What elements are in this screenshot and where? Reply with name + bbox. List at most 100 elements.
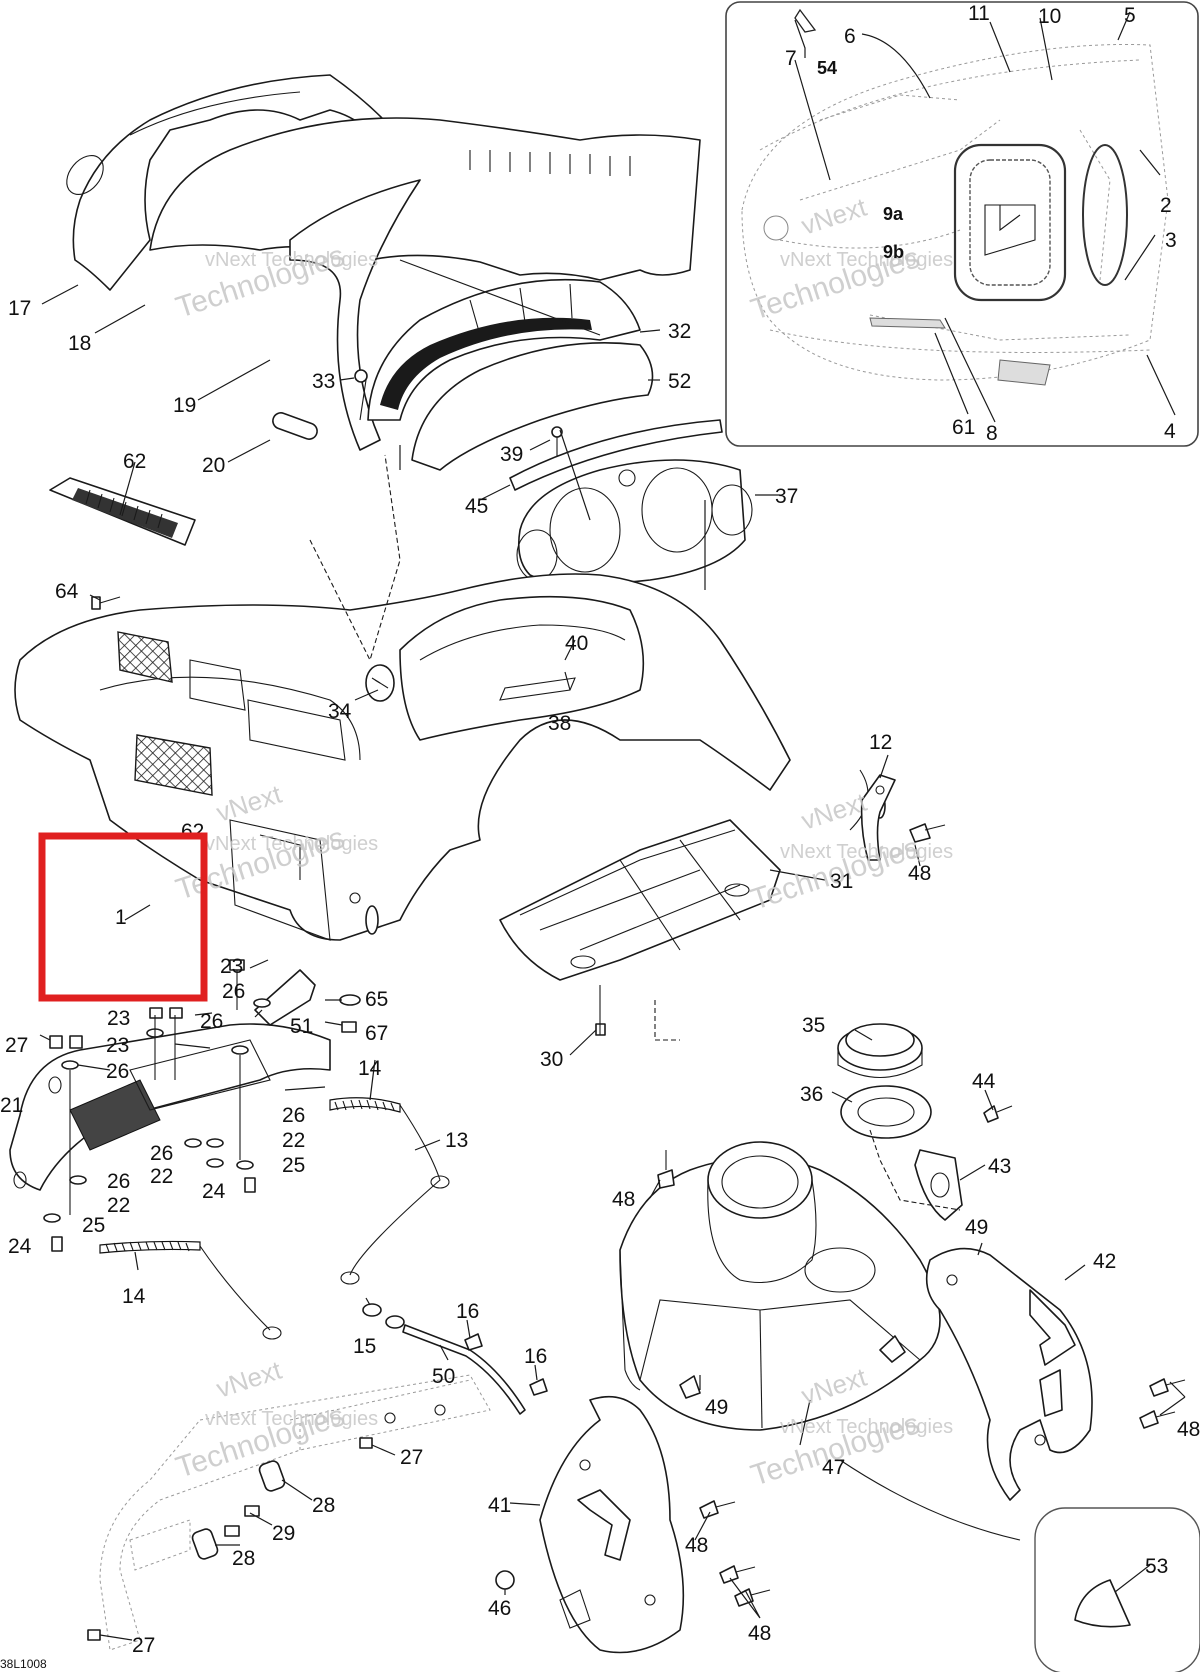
tether-cable-13	[329, 1097, 450, 1285]
callout-6[interactable]: 6	[844, 25, 856, 48]
callout-45[interactable]: 45	[465, 495, 488, 518]
callout-48-c[interactable]: 48	[1177, 1418, 1200, 1441]
callout-21[interactable]: 21	[0, 1094, 23, 1117]
callout-26-b[interactable]: 26	[200, 1010, 223, 1033]
callout-46[interactable]: 46	[488, 1597, 511, 1620]
callout-4[interactable]: 4	[1164, 420, 1176, 443]
callout-48-a[interactable]: 48	[908, 862, 931, 885]
callout-9b[interactable]: 9b	[883, 242, 904, 262]
callout-51[interactable]: 51	[290, 1015, 313, 1038]
decal-inset-panel	[725, 1, 1199, 447]
callout-61[interactable]: 61	[952, 416, 975, 439]
rivet-48-housing	[657, 1150, 675, 1189]
callout-17[interactable]: 17	[8, 297, 31, 320]
callout-27-c[interactable]: 27	[132, 1634, 155, 1657]
callout-36[interactable]: 36	[800, 1083, 823, 1106]
callout-19[interactable]: 19	[173, 394, 196, 417]
callout-48-b[interactable]: 48	[612, 1188, 635, 1211]
callout-8[interactable]: 8	[986, 422, 998, 445]
callout-14-b[interactable]: 14	[122, 1285, 146, 1308]
callout-18[interactable]: 18	[68, 332, 91, 355]
tray-31	[499, 819, 781, 981]
side-panel-17	[66, 74, 411, 291]
callout-28-a[interactable]: 28	[312, 1494, 335, 1517]
callout-50[interactable]: 50	[432, 1365, 455, 1388]
callout-9a[interactable]: 9a	[883, 204, 904, 224]
callout-10[interactable]: 10	[1038, 5, 1061, 28]
callout-16-b[interactable]: 16	[524, 1345, 547, 1368]
callout-12[interactable]: 12	[869, 731, 892, 754]
callout-54[interactable]: 54	[817, 58, 837, 78]
callout-25-a[interactable]: 25	[282, 1154, 305, 1177]
callout-15[interactable]: 15	[353, 1335, 376, 1358]
callout-26-f[interactable]: 26	[107, 1170, 130, 1193]
callout-38[interactable]: 38	[548, 712, 571, 735]
callout-28-b[interactable]: 28	[232, 1547, 255, 1570]
callout-32[interactable]: 32	[668, 320, 691, 343]
callout-25-b[interactable]: 25	[82, 1214, 105, 1237]
callout-67[interactable]: 67	[365, 1022, 388, 1045]
callout-30[interactable]: 30	[540, 1048, 563, 1071]
callout-42[interactable]: 42	[1093, 1250, 1116, 1273]
callout-13[interactable]: 13	[445, 1129, 468, 1152]
callout-22-b[interactable]: 22	[150, 1165, 173, 1188]
callout-62-top[interactable]: 62	[123, 450, 146, 473]
callout-14-a[interactable]: 14	[358, 1057, 382, 1080]
callout-33[interactable]: 33	[312, 370, 335, 393]
svg-text:vNext: vNext	[798, 786, 871, 835]
callout-26-d[interactable]: 26	[282, 1104, 305, 1127]
callout-26-e[interactable]: 26	[150, 1142, 173, 1165]
callout-29[interactable]: 29	[272, 1522, 295, 1545]
callout-41[interactable]: 41	[488, 1494, 511, 1517]
callout-22-a[interactable]: 22	[282, 1129, 305, 1152]
callout-53[interactable]: 53	[1145, 1555, 1168, 1578]
callout-37[interactable]: 37	[775, 485, 798, 508]
callout-52[interactable]: 52	[668, 370, 691, 393]
callout-24-b[interactable]: 24	[8, 1235, 32, 1258]
callout-31[interactable]: 31	[830, 870, 853, 893]
svg-text:vNext Technologies: vNext Technologies	[780, 841, 953, 863]
callout-35[interactable]: 35	[802, 1014, 825, 1037]
callout-27-a[interactable]: 27	[5, 1034, 28, 1057]
callout-23-c[interactable]: 23	[106, 1034, 129, 1057]
svg-text:vNext Technologies: vNext Technologies	[205, 249, 378, 271]
callout-43[interactable]: 43	[988, 1155, 1011, 1178]
callout-23-b[interactable]: 23	[107, 1007, 130, 1030]
callout-27-b[interactable]: 27	[400, 1446, 423, 1469]
drawing-reference-code: 38L1008	[0, 1657, 47, 1671]
callout-11[interactable]: 11	[968, 2, 990, 25]
callout-23-a[interactable]: 23	[220, 955, 243, 978]
callout-22-c[interactable]: 22	[107, 1194, 130, 1217]
callout-2[interactable]: 2	[1160, 194, 1172, 217]
callout-47[interactable]: 47	[822, 1456, 845, 1479]
callout-48-d[interactable]: 48	[685, 1534, 708, 1557]
side-deflector-41	[539, 1395, 685, 1654]
callout-26-c[interactable]: 26	[106, 1060, 129, 1083]
callout-24-a[interactable]: 24	[202, 1180, 226, 1203]
callout-40[interactable]: 40	[565, 632, 588, 655]
callout-7[interactable]: 7	[785, 47, 797, 70]
callout-5[interactable]: 5	[1124, 4, 1136, 27]
callout-65[interactable]: 65	[365, 988, 388, 1011]
callout-44[interactable]: 44	[972, 1070, 996, 1093]
gauge-bezel-37	[516, 459, 753, 585]
callout-16-a[interactable]: 16	[456, 1300, 479, 1323]
callout-48-e[interactable]: 48	[748, 1622, 771, 1645]
rivet-48-top	[909, 823, 946, 843]
callout-20[interactable]: 20	[202, 454, 225, 477]
callout-49-b[interactable]: 49	[705, 1396, 728, 1419]
o-ring-15	[362, 1303, 405, 1329]
callout-39[interactable]: 39	[500, 443, 523, 466]
callout-34[interactable]: 34	[328, 700, 352, 723]
callout-3[interactable]: 3	[1165, 229, 1177, 252]
callout-49-a[interactable]: 49	[965, 1216, 988, 1239]
callout-1[interactable]: 1	[115, 906, 127, 929]
bracket-51	[254, 969, 316, 1026]
plug-46	[495, 1570, 515, 1590]
svg-text:vNext Technologies: vNext Technologies	[780, 249, 953, 271]
callout-26-a[interactable]: 26	[222, 980, 245, 1003]
handle-20	[272, 412, 318, 440]
callout-64[interactable]: 64	[55, 580, 79, 603]
visor-32	[367, 278, 641, 421]
